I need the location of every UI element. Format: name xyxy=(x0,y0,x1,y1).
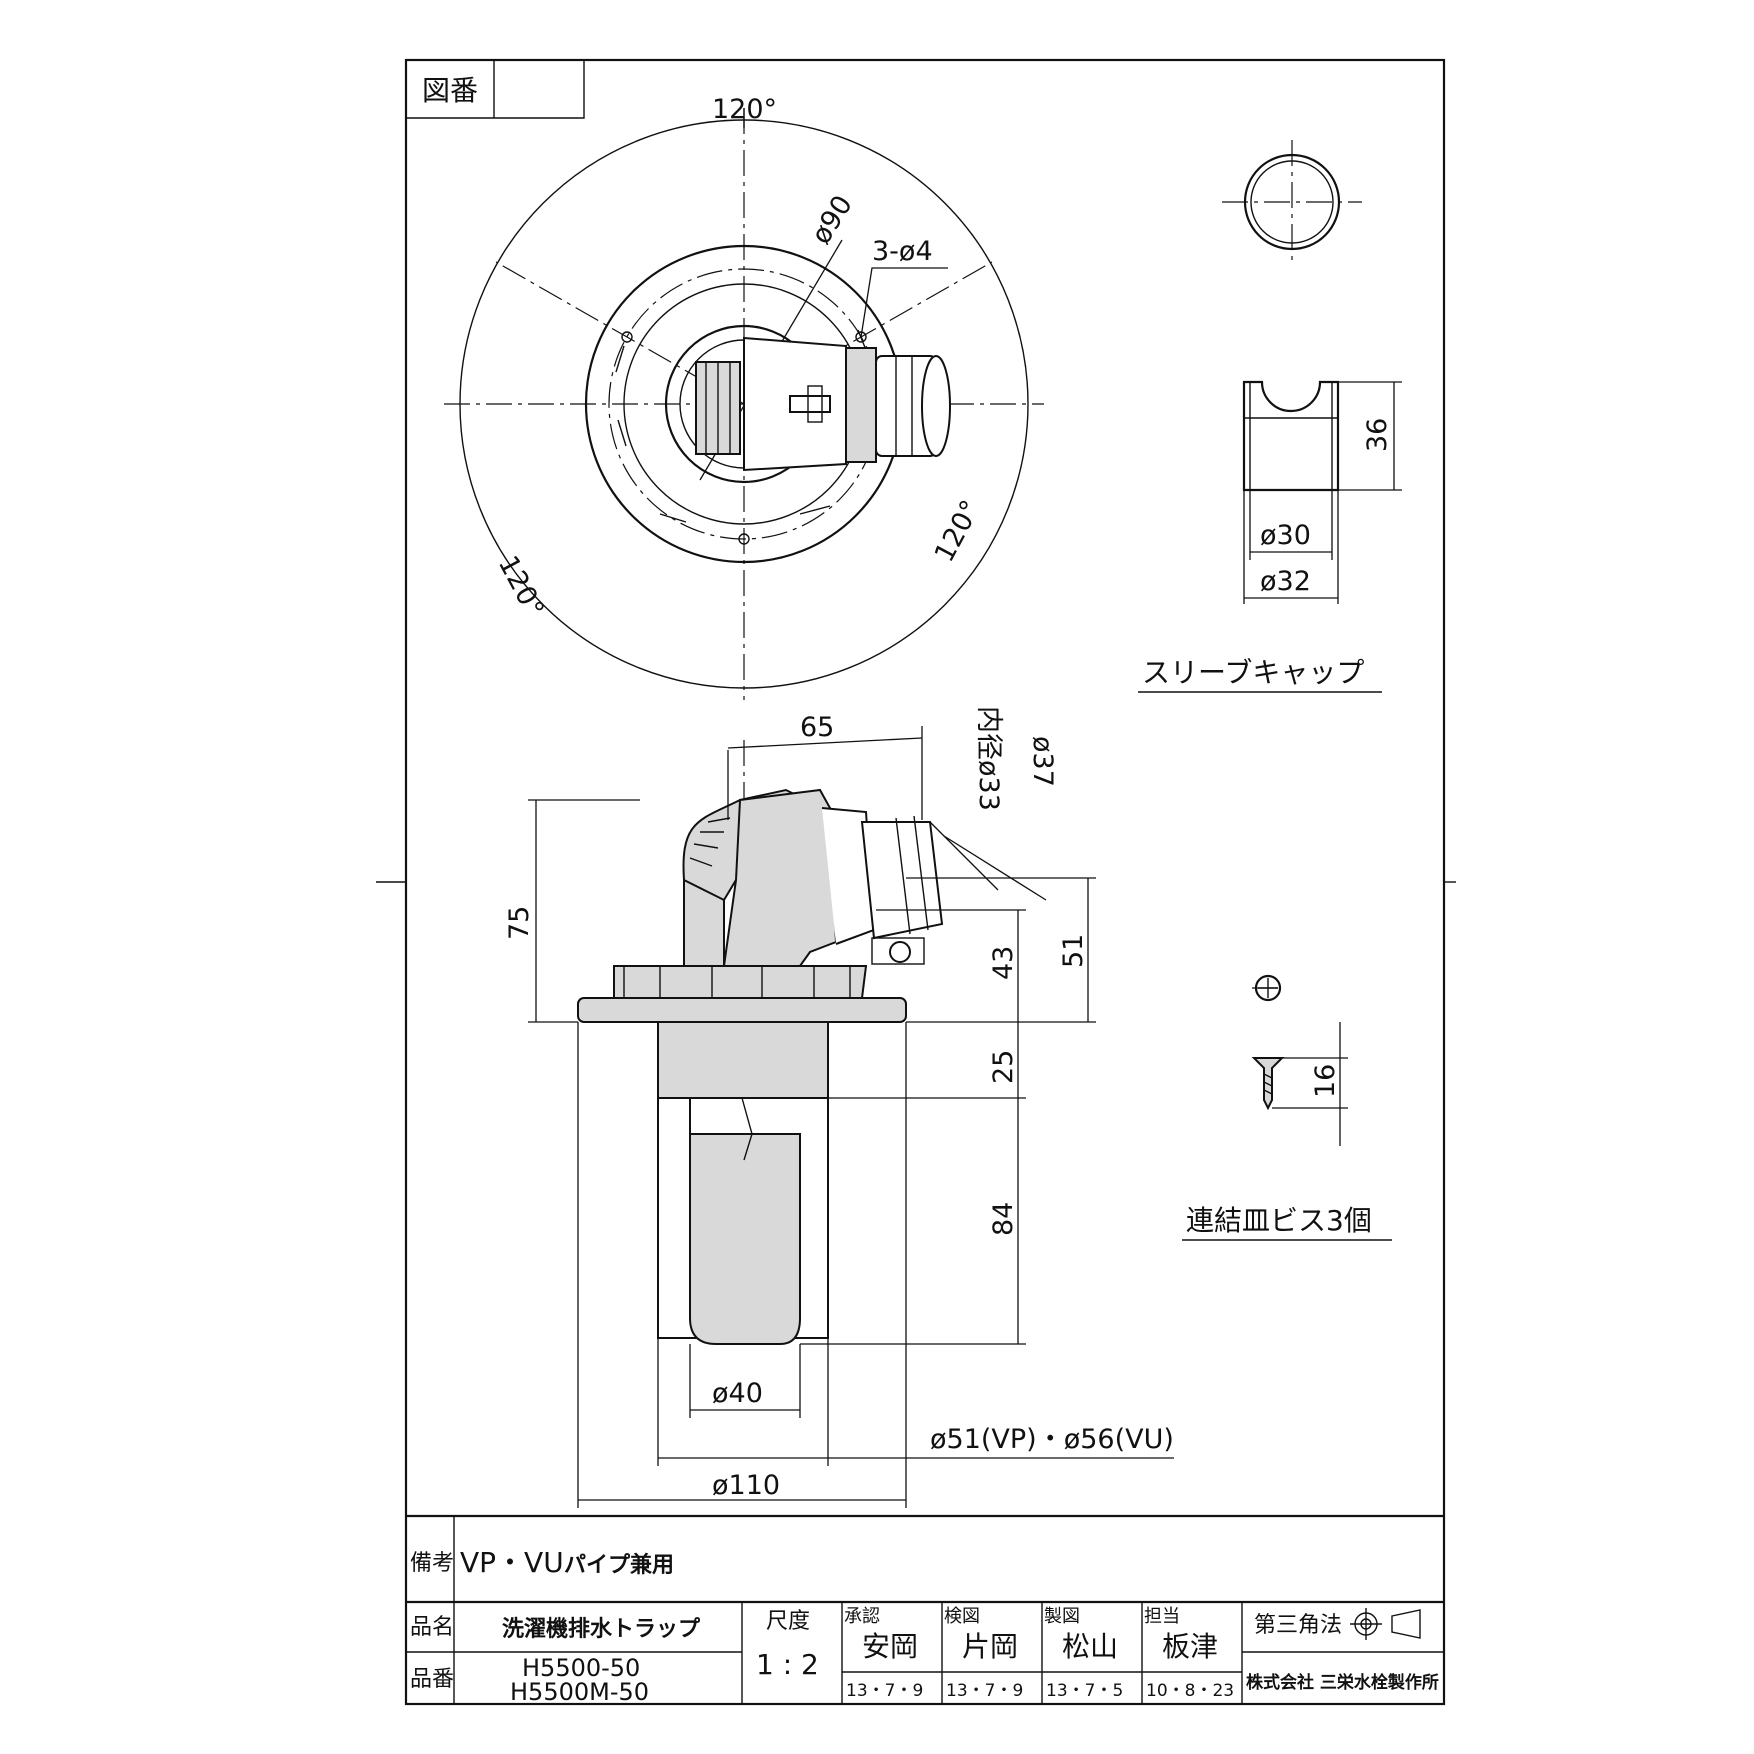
height-84-label: 84 xyxy=(988,1202,1019,1236)
dia-37-label: ø37 xyxy=(1027,736,1058,787)
trap-cup xyxy=(689,1098,801,1345)
screw: 16 連結皿ビス3個 xyxy=(1182,974,1392,1241)
sleeve-cap: 36 ø30 ø32 スリーブキャップ xyxy=(1138,140,1402,693)
company-name: 株式会社 三栄水栓製作所 xyxy=(1246,1672,1439,1693)
height-25-label: 25 xyxy=(988,1050,1019,1084)
charge-name: 板津 xyxy=(1162,1630,1218,1663)
inner-dia-33-label: 内径ø33 xyxy=(973,706,1004,811)
name-value: 洗濯機排水トラップ xyxy=(502,1617,701,1642)
dia-40-label: ø40 xyxy=(712,1378,763,1409)
angle-right-label: 120° xyxy=(929,495,987,567)
sleeve-cap-label: スリーブキャップ xyxy=(1142,656,1364,689)
offset-65-label: 65 xyxy=(800,712,834,743)
drawing-number-box: 図番 xyxy=(406,60,585,119)
check-name: 片岡 xyxy=(962,1630,1018,1663)
screw-length-label: 16 xyxy=(1310,1064,1341,1098)
draw-name: 松山 xyxy=(1062,1630,1118,1663)
dia-90-label: ø90 xyxy=(806,190,859,250)
approval-label: 承認 xyxy=(844,1606,880,1627)
sleeve-inner-dia-label: ø30 xyxy=(1260,520,1311,551)
check-date: 13・7・9 xyxy=(946,1681,1023,1701)
name-label: 品名 xyxy=(410,1615,454,1640)
top-view: 120° 120° 120° ø90 3-ø4 xyxy=(444,94,1044,700)
height-43-label: 43 xyxy=(988,946,1019,980)
draw-date: 13・7・5 xyxy=(1046,1681,1123,1701)
height-75-label: 75 xyxy=(504,906,535,940)
side-outlet xyxy=(860,821,944,940)
side-view: 65 内径ø33 ø37 75 51 43 25 84 ø40 ø51(VP)・… xyxy=(504,706,1174,1508)
scale-label: 尺度 xyxy=(766,1609,810,1634)
projection-label: 第三角法 xyxy=(1254,1613,1342,1638)
check-label: 検図 xyxy=(944,1606,980,1627)
draw-label: 製図 xyxy=(1044,1606,1080,1627)
charge-label: 担当 xyxy=(1144,1606,1180,1627)
drawing-number-label: 図番 xyxy=(422,74,478,107)
number-value-2: H5500M-50 xyxy=(510,1678,649,1706)
dia-110-label: ø110 xyxy=(712,1470,780,1501)
remarks-value: VP・VU xyxy=(460,1546,564,1579)
screw-label: 連結皿ビス3個 xyxy=(1186,1204,1372,1237)
approval-date: 13・7・9 xyxy=(846,1681,923,1701)
bolt-hole-3 xyxy=(738,533,750,545)
sleeve-height-label: 36 xyxy=(1362,418,1393,452)
number-value-1: H5500-50 xyxy=(522,1654,640,1682)
outlet-collar xyxy=(845,347,877,463)
projection-symbol-icon xyxy=(1350,1608,1421,1640)
bolt-hole-1 xyxy=(855,331,867,343)
scale-value: 1 : 2 xyxy=(756,1648,819,1681)
remarks-label: 備考 xyxy=(410,1551,454,1576)
height-51-label: 51 xyxy=(1058,934,1089,968)
sleeve-outer-dia-label: ø32 xyxy=(1260,566,1311,597)
approval-name: 安岡 xyxy=(862,1630,918,1663)
lock-ring xyxy=(613,965,868,999)
angle-left-label: 120° xyxy=(492,551,550,623)
charge-date: 10・8・23 xyxy=(1146,1681,1234,1701)
holes-label: 3-ø4 xyxy=(872,236,933,267)
base-flange xyxy=(577,997,907,1023)
clip xyxy=(889,941,911,963)
bolt-hole-2 xyxy=(621,331,633,343)
remarks-value-small: パイプ兼用 xyxy=(564,1552,674,1578)
title-block: 備考 VP・VU パイプ兼用 品名 洗濯機排水トラップ 品番 H5500-50 … xyxy=(406,1514,1444,1706)
dia-pipe-label: ø51(VP)・ø56(VU) xyxy=(930,1424,1174,1455)
number-label: 品番 xyxy=(410,1667,454,1692)
body-socket xyxy=(657,1021,829,1099)
angle-top-label: 120° xyxy=(712,94,777,125)
